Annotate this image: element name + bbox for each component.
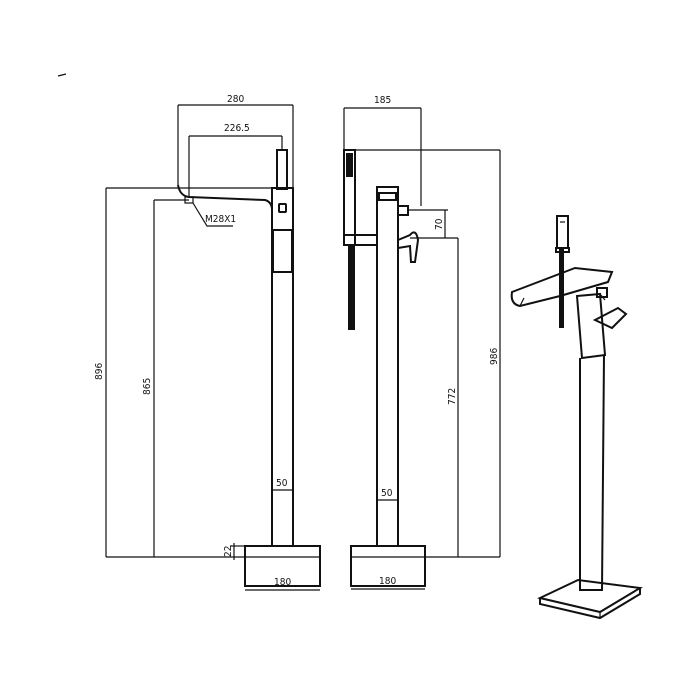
dim-50-side: 50	[381, 488, 393, 499]
dim-70: 70	[434, 218, 445, 230]
side-view: 185 70 50 772 986 180	[343, 95, 501, 590]
dim-865: 865	[142, 378, 153, 395]
perspective-view	[510, 215, 643, 620]
dim-180-front: 180	[274, 577, 291, 588]
dim-986: 986	[489, 348, 500, 365]
dim-185: 185	[374, 95, 391, 106]
dim-772: 772	[447, 388, 458, 405]
dim-896: 896	[94, 363, 105, 380]
dim-280: 280	[227, 94, 244, 105]
dim-22: 22	[223, 546, 234, 557]
dim-180-side: 180	[379, 576, 396, 587]
thread-label: M28X1	[205, 214, 236, 225]
front-view: 280 226.5 M28X1 50 896 865 22	[94, 94, 321, 591]
dim-226-5: 226.5	[224, 123, 250, 134]
corner-mark	[57, 73, 67, 77]
dim-50-front: 50	[276, 478, 288, 489]
